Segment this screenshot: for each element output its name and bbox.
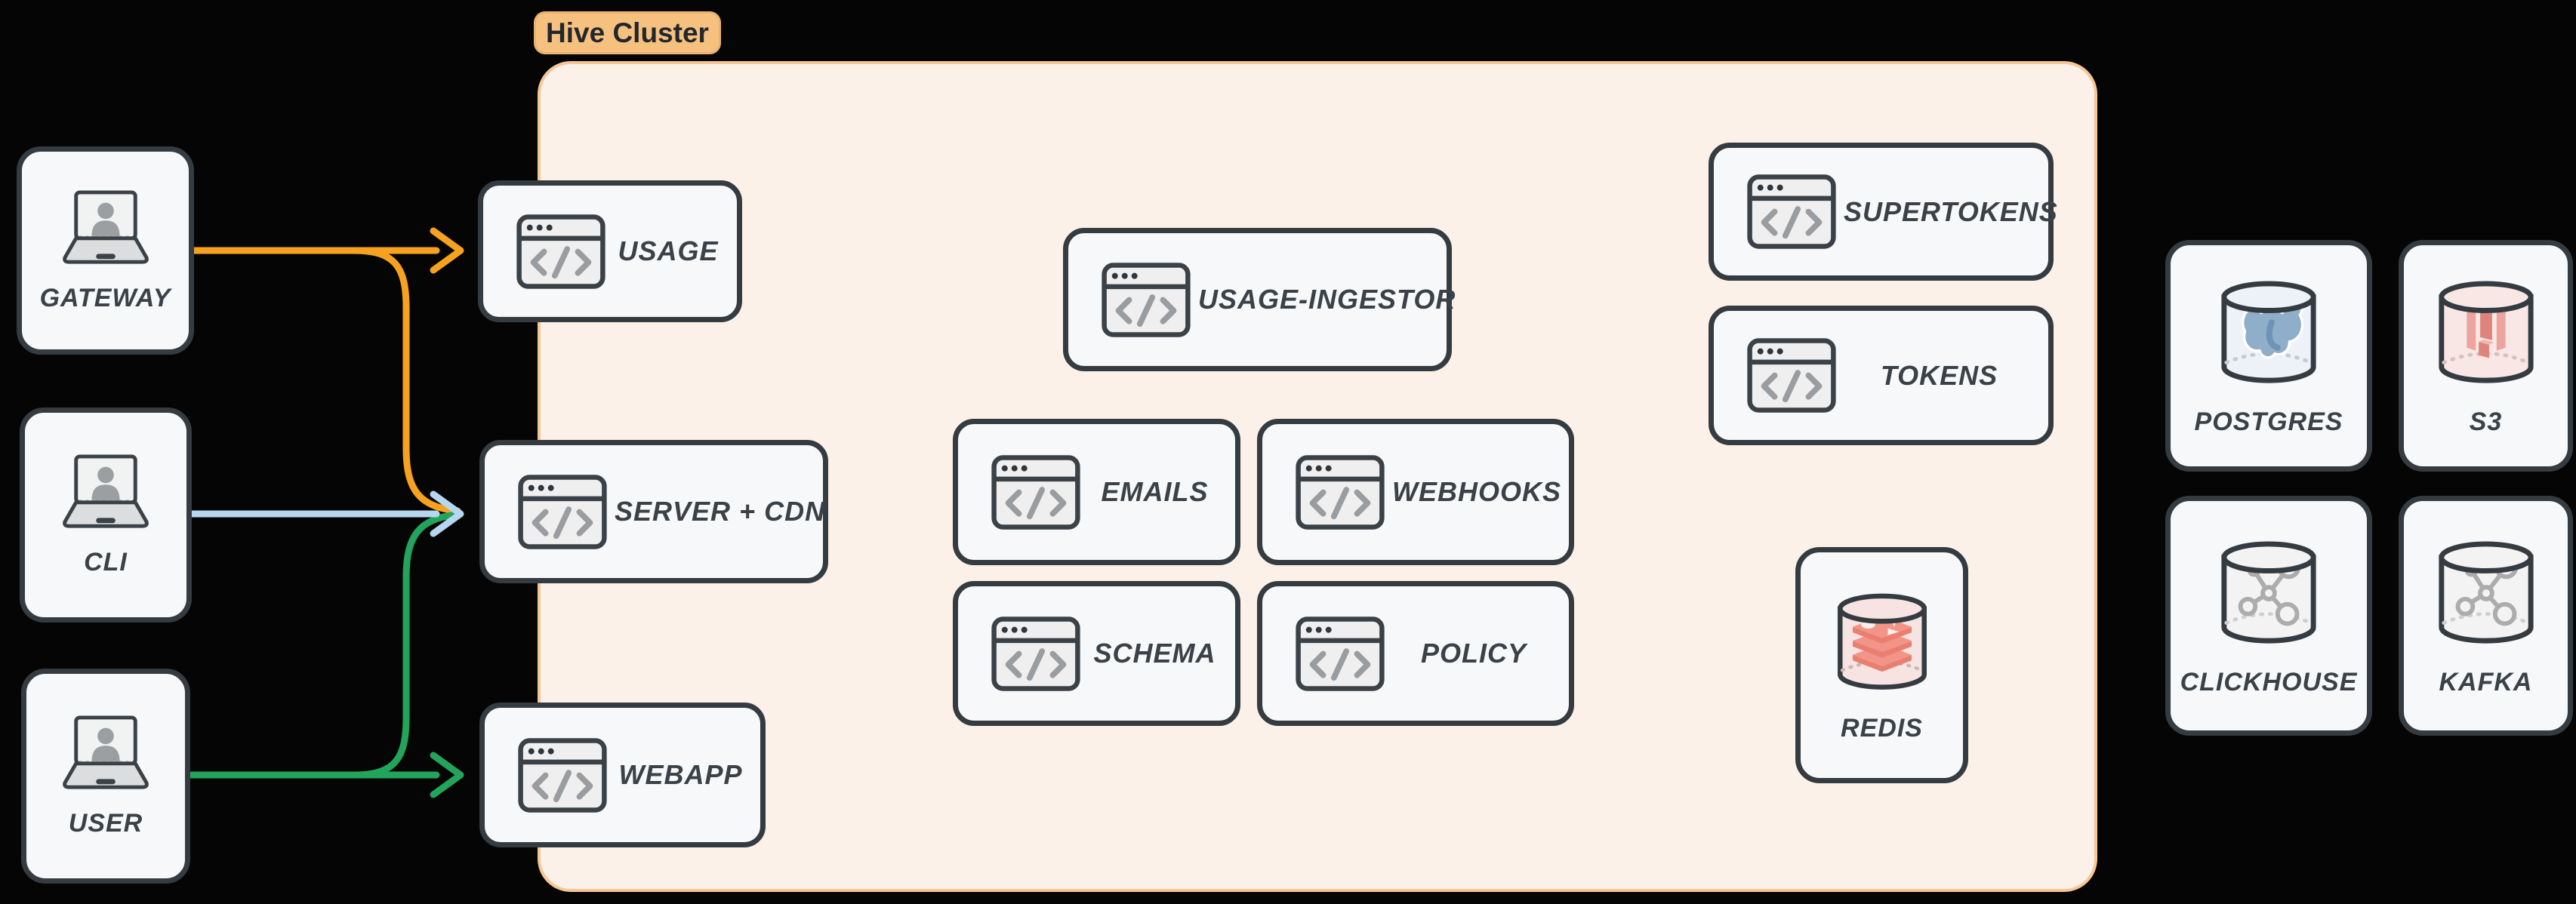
node-cli-label: CLI	[84, 548, 128, 577]
node-gateway-label: GATEWAY	[39, 283, 171, 312]
node-kafka: KAFKA	[2399, 496, 2573, 736]
node-emails-label: EMAILS	[1101, 476, 1209, 507]
postgres-database-icon	[2217, 275, 2321, 394]
node-s3: S3	[2399, 240, 2573, 472]
code-window-icon	[991, 455, 1080, 530]
node-schema: SCHEMA	[953, 581, 1240, 726]
node-usage-ingestor: USAGE-INGESTOR	[1063, 228, 1455, 371]
s3-database-icon	[2434, 275, 2538, 394]
node-tokens: TOKENS	[1709, 306, 2054, 445]
arrowhead	[430, 752, 464, 798]
node-postgres: POSTGRES	[2165, 240, 2372, 472]
edge-gateway-to-server-cdn	[350, 247, 461, 515]
edge-cli-to-server-cdn	[189, 490, 464, 537]
node-webapp: WEBAPP	[479, 703, 766, 847]
hive-cluster-badge-label: Hive Cluster	[546, 17, 709, 48]
code-window-icon	[516, 214, 605, 289]
node-cli: CLI	[20, 407, 192, 623]
edge-user-to-webapp	[186, 752, 464, 798]
node-webapp-label: WEBAPP	[618, 759, 743, 790]
node-policy: POLICY	[1257, 581, 1574, 726]
hive-cluster-badge: Hive Cluster	[534, 11, 721, 54]
code-window-icon	[991, 617, 1080, 691]
code-window-icon	[1747, 338, 1836, 413]
graph-database-icon	[2217, 535, 2321, 654]
node-user: USER	[21, 669, 190, 884]
node-redis: REDIS	[1795, 547, 1968, 783]
node-server-cdn-label: SERVER + CDN	[615, 496, 826, 527]
node-webhooks: WEBHOOKS	[1257, 419, 1574, 565]
node-supertokens-label: SUPERTOKENS	[1844, 195, 2058, 227]
code-window-icon	[518, 738, 607, 813]
code-window-icon	[518, 475, 607, 549]
node-emails: EMAILS	[953, 419, 1240, 565]
graph-database-icon	[2434, 535, 2538, 654]
redis-database-icon	[1833, 587, 1931, 700]
laptop-user-icon	[46, 714, 165, 795]
code-window-icon	[1102, 263, 1191, 337]
edge-gateway-to-usage	[190, 227, 464, 274]
code-window-icon	[1747, 174, 1836, 249]
edge-user-to-server-cdn	[350, 511, 461, 779]
node-user-label: USER	[68, 809, 143, 838]
node-clickhouse: CLICKHOUSE	[2165, 496, 2372, 736]
node-redis-label: REDIS	[1841, 714, 1923, 743]
code-window-icon	[1296, 455, 1385, 530]
node-usage-ingestor-label: USAGE-INGESTOR	[1198, 284, 1456, 315]
node-kafka-label: KAFKA	[2439, 667, 2533, 696]
node-schema-label: SCHEMA	[1093, 638, 1216, 669]
laptop-user-icon	[46, 189, 165, 270]
arrowhead	[430, 490, 464, 537]
node-s3-label: S3	[2469, 407, 2503, 436]
node-policy-label: POLICY	[1420, 638, 1527, 669]
node-webhooks-label: WEBHOOKS	[1392, 476, 1561, 507]
node-clickhouse-label: CLICKHOUSE	[2180, 667, 2358, 696]
node-server-cdn: SERVER + CDN	[479, 440, 828, 583]
laptop-user-icon	[46, 453, 165, 534]
node-tokens-label: TOKENS	[1880, 359, 1998, 391]
node-usage: USAGE	[478, 180, 742, 322]
arrowhead	[430, 227, 464, 274]
node-gateway: GATEWAY	[17, 146, 194, 355]
node-usage-label: USAGE	[618, 235, 719, 266]
node-supertokens: SUPERTOKENS	[1709, 143, 2057, 281]
code-window-icon	[1296, 617, 1385, 691]
node-postgres-label: POSTGRES	[2194, 407, 2343, 436]
